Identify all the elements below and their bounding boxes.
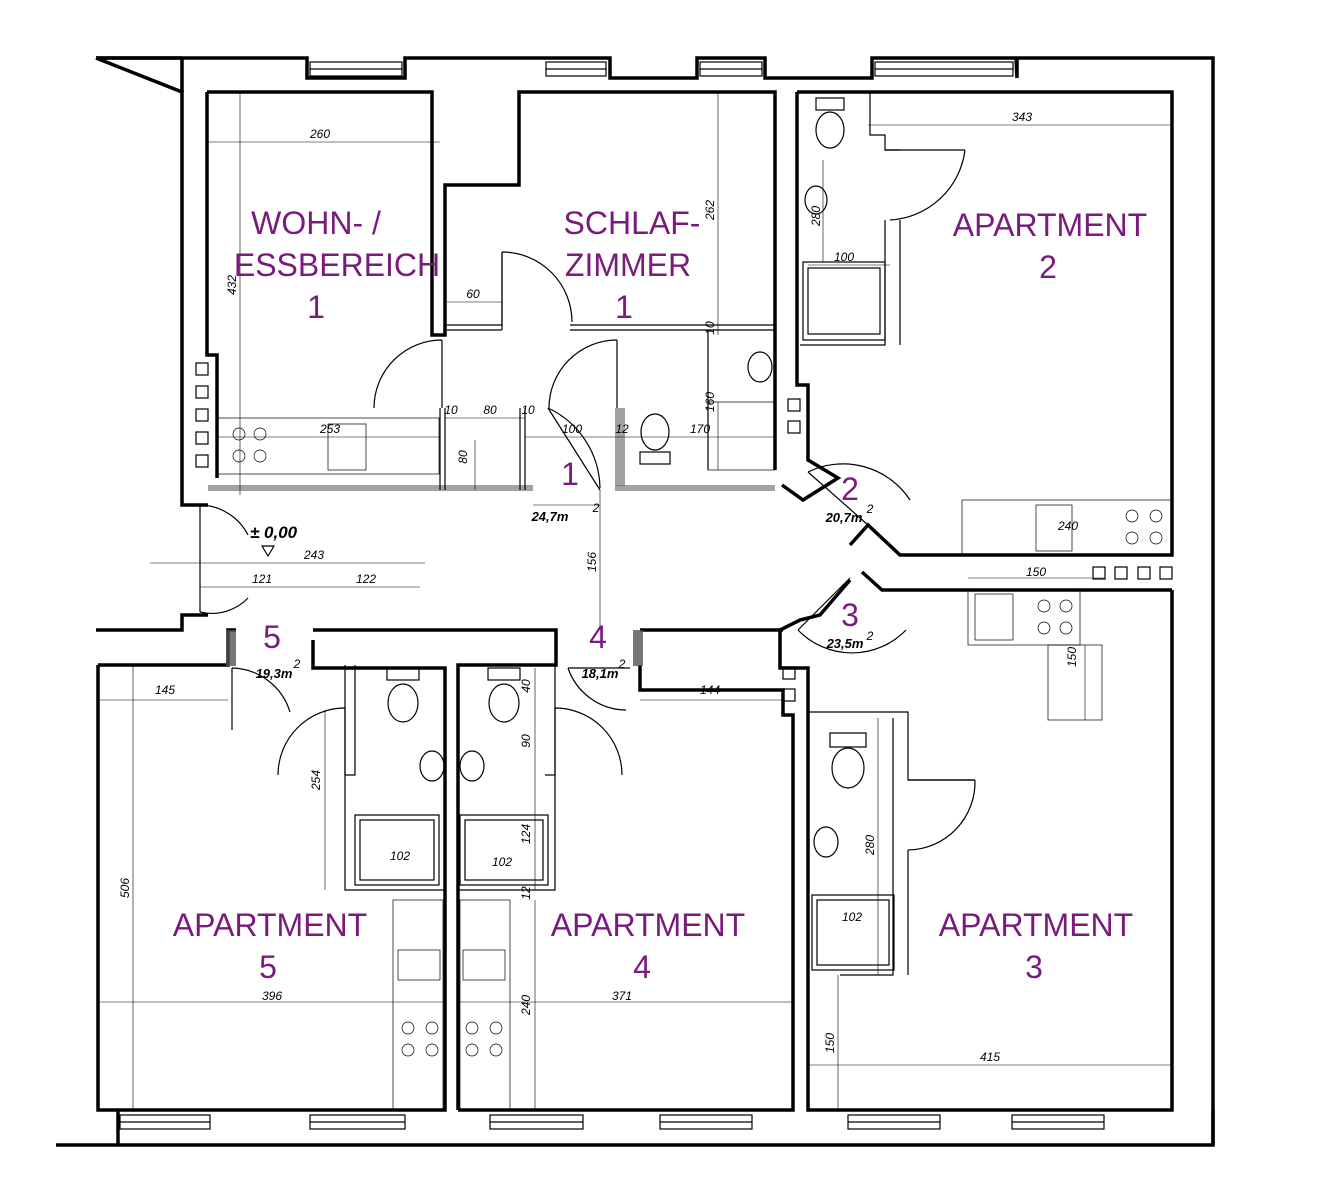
area-4-sup: 2 [618,657,626,671]
room-apt4-line2: 4 [633,949,651,985]
dim-80a: 80 [483,403,497,417]
dim-144: 144 [700,683,720,697]
dim-280b: 280 [863,835,877,856]
hall-labels: 1 2 3 4 5 24,7m 20,7m 23,5m 18,1m 19,3m … [256,456,874,681]
dim-10b: 10 [444,403,458,417]
level-text: ± 0,00 [250,523,298,542]
room-apt2-line2: 2 [1039,249,1057,285]
dim-371: 371 [612,989,632,1003]
dim-150b: 150 [1065,647,1079,667]
room-wohn-line2: ESSBEREICH [234,247,440,283]
dim-124: 124 [519,824,533,844]
dim-240b: 240 [519,995,533,1016]
dim-12a: 12 [615,422,629,436]
dim-40: 40 [519,679,533,693]
room-apt3-line2: 3 [1025,949,1043,985]
dim-80b: 80 [456,450,470,464]
dim-60: 60 [466,287,480,301]
dim-121: 121 [252,572,272,586]
dim-150c: 150 [823,1033,837,1053]
dim-243: 243 [303,548,324,562]
hall-number-2: 2 [841,471,859,507]
dimension-lines [98,92,1172,1110]
dim-145: 145 [155,683,175,697]
dim-10a: 10 [703,321,717,335]
hall-number-1: 1 [561,456,579,492]
area-1: 24,7m [531,509,569,524]
dim-102a: 102 [390,849,410,863]
hall-number-3: 3 [841,597,859,633]
dim-260: 260 [309,127,330,141]
dim-415: 415 [980,1050,1000,1064]
hob-apt2 [1035,504,1163,552]
doors [199,149,976,851]
dim-10c: 10 [521,403,535,417]
fixtures [232,97,1163,1057]
dim-150a: 150 [1026,565,1046,579]
dim-170: 170 [690,422,710,436]
dim-262: 262 [703,200,717,221]
area-3-sup: 2 [866,629,874,643]
area-2-sup: 2 [866,502,874,516]
room-schlaf-line1: SCHLAF- [564,205,701,241]
windows [119,61,1173,1130]
dim-396: 396 [262,989,282,1003]
area-4: 18,1m [582,666,619,681]
dim-280a: 280 [809,206,823,227]
area-3: 23,5m [826,636,864,651]
dim-432: 432 [225,275,239,295]
room-wohn-line3: 1 [307,289,325,325]
dim-12b: 12 [519,886,533,900]
dim-253: 253 [319,422,340,436]
room-wohn-line1: WOHN- / [251,205,381,241]
hob-apt5 [397,949,441,1057]
hall-number-4: 4 [589,619,607,655]
dim-100a: 100 [834,250,854,264]
dim-156: 156 [585,552,599,572]
area-1-sup: 2 [592,501,600,515]
dim-254: 254 [309,770,323,791]
dim-102b: 102 [492,855,512,869]
hob-wohn [232,423,367,471]
hall-number-5: 5 [263,619,281,655]
room-apt3-line1: APARTMENT [939,907,1133,943]
level-marker: ± 0,00 [250,523,298,558]
dim-506: 506 [118,878,132,898]
dimension-labels: 260 432 262 343 280 100 60 10 160 170 10… [118,110,1079,1064]
dim-122: 122 [356,572,376,586]
room-schlaf-line3: 1 [615,289,633,325]
hob-apt3 [974,593,1073,641]
room-labels: WOHN- / ESSBEREICH 1 SCHLAF- ZIMMER 1 AP… [173,205,1147,985]
dim-160: 160 [703,392,717,412]
room-apt4-line1: APARTMENT [551,907,745,943]
area-5-sup: 2 [293,657,301,671]
room-schlaf-line2: ZIMMER [565,247,691,283]
area-2: 20,7m [825,510,863,525]
room-apt5-line1: APARTMENT [173,907,367,943]
dim-343: 343 [1012,110,1032,124]
hatched-walls [208,408,775,666]
dim-240a: 240 [1057,519,1078,533]
room-apt5-line2: 5 [259,949,277,985]
room-apt2-line1: APARTMENT [953,207,1147,243]
area-5: 19,3m [256,666,293,681]
hob-apt4 [462,949,506,1057]
dim-90: 90 [519,734,533,748]
dim-102c: 102 [842,910,862,924]
dim-100b: 100 [562,422,582,436]
